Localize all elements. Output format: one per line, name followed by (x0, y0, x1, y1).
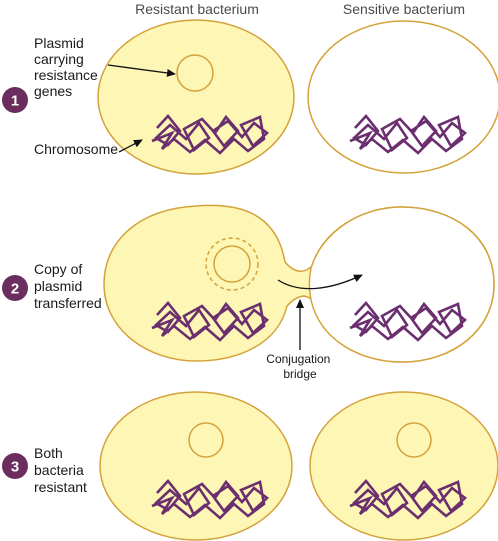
step-badge (2, 87, 28, 113)
resistant-cell-right (309, 391, 498, 541)
sensitive-cell (307, 20, 498, 174)
plasmid (396, 422, 432, 458)
transfer-arrow (277, 274, 363, 290)
plasmid (188, 422, 224, 458)
plasmid-label: Plasmid carrying resistance genes (34, 35, 102, 99)
chromosome-arrow (118, 139, 143, 153)
step-1: 1 Plasmid carrying resistance genes Chro… (2, 19, 498, 175)
header-resistant: Resistant bacterium (135, 1, 259, 17)
plasmid-arrow (107, 64, 176, 77)
plasmid (213, 245, 251, 283)
resistant-label: Both bacteria resistant (34, 445, 88, 495)
step-3: 3 Both bacteria resistant (2, 391, 498, 541)
resistant-cell-left (99, 391, 293, 541)
step-number: 1 (11, 93, 19, 110)
plasmid (176, 54, 214, 92)
bridge-label: Conjugation bridge (266, 352, 333, 381)
step-badge (2, 453, 28, 479)
plasmid-copy-ring (205, 237, 259, 291)
header-sensitive: Sensitive bacterium (343, 1, 465, 17)
step-number: 3 (11, 459, 19, 476)
chromosome-label: Chromosome (34, 141, 118, 157)
transfer-label: Copy of plasmid transferred (34, 261, 102, 311)
step-2: 2 Copy of plasmid transferred Conjugatio… (2, 204, 495, 381)
step-badge (2, 275, 28, 301)
resistant-cell (97, 19, 295, 175)
step-number: 2 (11, 281, 19, 298)
